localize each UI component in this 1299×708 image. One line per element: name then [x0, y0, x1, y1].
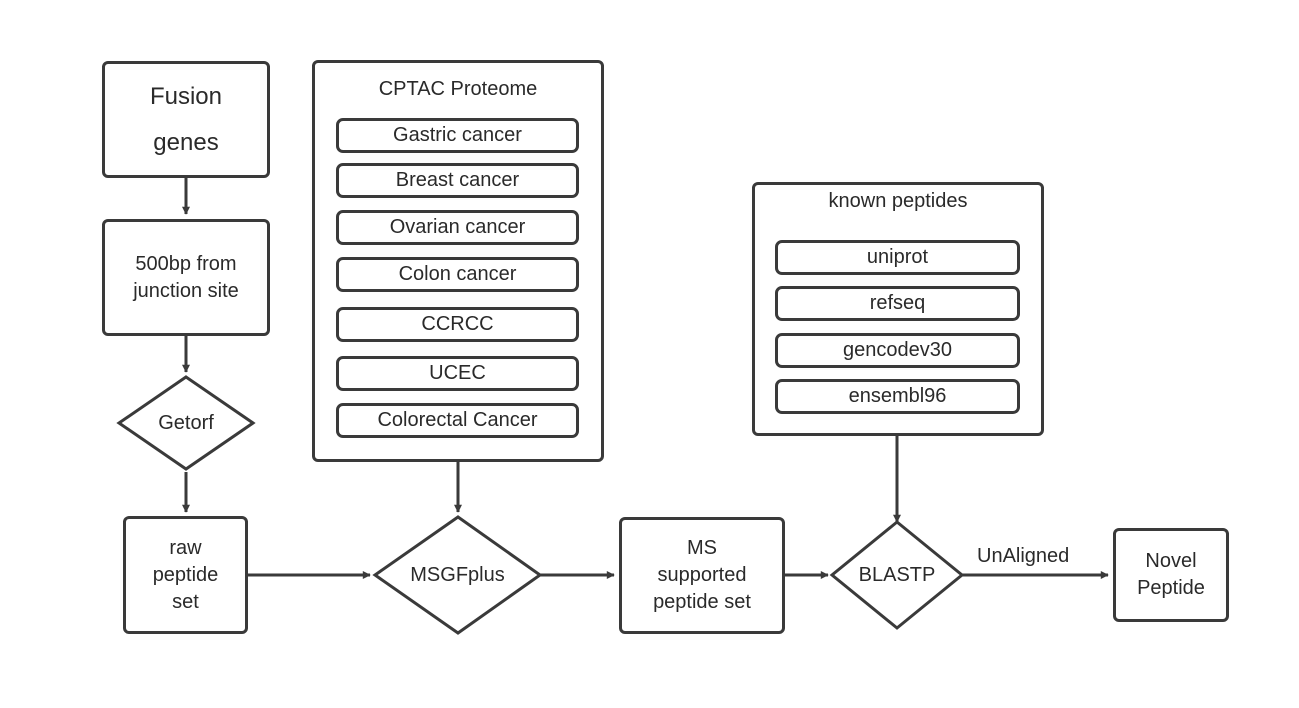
cptac-item-ucec: UCEC [336, 356, 579, 391]
known-item-refseq: refseq [775, 286, 1020, 321]
junction-site-box: 500bp from junction site [102, 219, 270, 336]
raw-peptide-line-2: peptide [152, 563, 219, 586]
known-item-ensembl96: ensembl96 [775, 379, 1020, 414]
ms-supported-line-3: peptide set [653, 591, 751, 613]
cptac-item-ccrcc: CCRCC [336, 307, 579, 342]
cptac-item-breast: Breast cancer [336, 163, 579, 198]
blastp-label: BLASTP [858, 563, 936, 586]
known-peptides-title: known peptides [828, 190, 968, 212]
ms-supported-peptide-set-box: MS supported peptide set [619, 517, 785, 634]
cptac-item-gastric: Gastric cancer [336, 118, 579, 153]
getorf-label: Getorf [158, 411, 214, 434]
msgfplus-diamond [372, 515, 543, 635]
fusion-genes-line-1: Fusion [149, 82, 223, 110]
junction-line-2: junction site [133, 279, 239, 302]
cptac-item-colorectal: Colorectal Cancer [336, 403, 579, 438]
ms-supported-line-1: MS [687, 537, 717, 559]
raw-peptide-set-box: raw peptide set [123, 516, 248, 634]
known-item-gencodev30: gencodev30 [775, 333, 1020, 368]
fusion-genes-box: Fusion genes [102, 61, 270, 178]
cptac-item-colon: Colon cancer [336, 257, 579, 292]
ms-supported-line-2: supported [657, 564, 747, 586]
known-item-uniprot: uniprot [775, 240, 1020, 275]
msgfplus-label: MSGFplus [410, 563, 505, 586]
unaligned-edge-label: UnAligned [977, 545, 1070, 567]
novel-peptide-line-2: Peptide [1137, 577, 1205, 599]
fusion-genes-line-2: genes [153, 128, 219, 156]
novel-peptide-box: Novel Peptide [1113, 528, 1229, 622]
getorf-diamond [116, 375, 256, 471]
novel-peptide-line-1: Novel [1145, 550, 1197, 572]
raw-peptide-line-1: raw [169, 536, 202, 559]
junction-line-1: 500bp from [135, 252, 237, 275]
cptac-proteome-title: CPTAC Proteome [378, 78, 538, 100]
blastp-diamond [829, 520, 965, 630]
cptac-item-ovarian: Ovarian cancer [336, 210, 579, 245]
raw-peptide-line-3: set [172, 590, 199, 613]
